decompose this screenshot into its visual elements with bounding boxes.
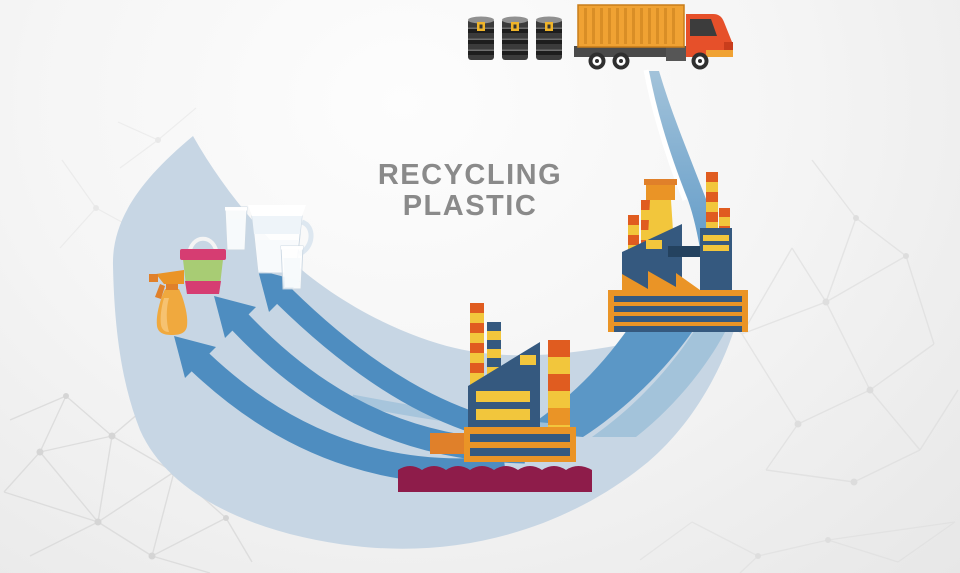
title-line-1: RECYCLING	[377, 159, 563, 191]
bucket-icon	[180, 236, 226, 294]
truck-wheel	[612, 52, 630, 70]
plant-chimney-1	[470, 303, 484, 385]
refinery-window-small	[646, 240, 662, 249]
plant-annex	[430, 433, 464, 454]
oil-barrel-icon	[536, 16, 562, 60]
cargo-truck-icon	[574, 4, 733, 70]
plant-base	[464, 427, 576, 462]
refinery-pipe	[668, 246, 708, 257]
spray-bottle-icon	[149, 270, 188, 335]
network-pattern-right	[699, 159, 959, 486]
water-glass-icon	[224, 206, 248, 251]
plant-window-bar-2	[476, 409, 530, 420]
refinery-sawtooth	[622, 271, 700, 292]
water-glass-icon	[280, 245, 304, 290]
refinery-tower-right	[700, 228, 732, 292]
plant-ground	[398, 466, 592, 492]
truck-to-refinery-swoosh	[643, 69, 724, 274]
refinery-factory-icon	[608, 172, 748, 332]
truck-container	[577, 4, 685, 48]
truck-wheel	[588, 52, 606, 70]
recycle-flow-crescent	[112, 136, 742, 549]
refinery-chimney-3	[706, 172, 718, 230]
refinery-building-left	[622, 224, 682, 292]
plastic-products-group	[149, 205, 314, 335]
recycling-factory-icon	[398, 303, 592, 492]
plant-window-small	[520, 355, 536, 365]
network-pattern-top-left	[59, 107, 197, 249]
refinery-base	[608, 290, 748, 332]
oil-barrel-icon	[468, 16, 494, 60]
truck-chassis	[574, 46, 724, 57]
plant-chimney-3	[548, 340, 570, 430]
oil-barrels-group	[468, 16, 562, 60]
page-title: RECYCLING PLASTIC	[330, 159, 610, 223]
network-pattern-bottom-right	[639, 521, 956, 573]
flow-band-light	[592, 303, 738, 437]
plant-chimney-2	[487, 322, 501, 380]
oil-barrel-icon	[502, 16, 528, 60]
title-line-2: PLASTIC	[402, 190, 538, 223]
truck-wheel	[691, 52, 709, 70]
plant-window-bar-1	[476, 391, 530, 402]
truck-cab	[686, 14, 733, 57]
